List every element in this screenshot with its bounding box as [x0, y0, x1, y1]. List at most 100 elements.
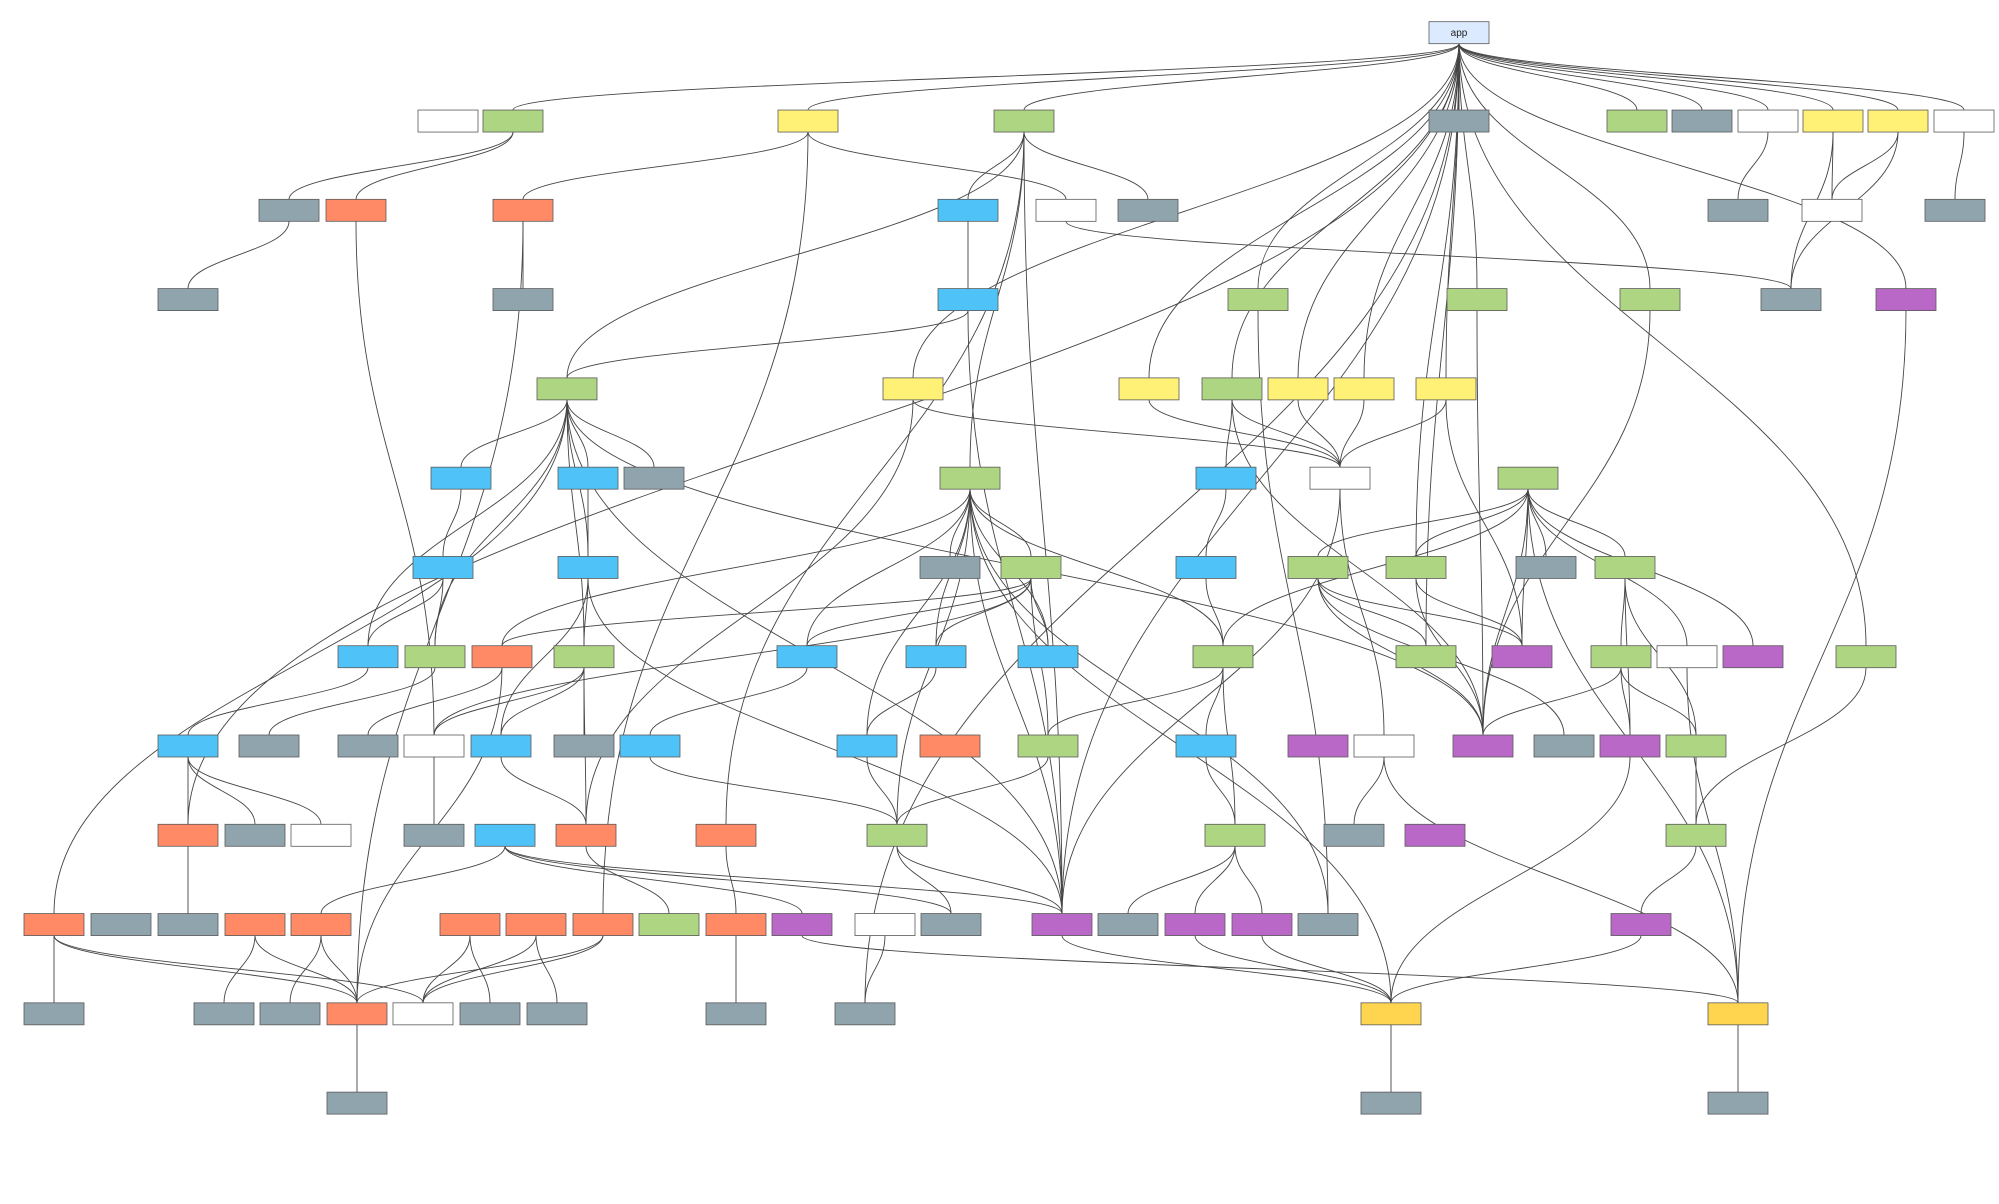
- graph-node: [1606, 109, 1668, 133]
- node-box: [776, 645, 838, 669]
- edge-d2-i6: [585, 399, 914, 825]
- edge-e4-g5: [806, 489, 971, 646]
- graph-node: [23, 1002, 85, 1026]
- node-box: [1309, 466, 1371, 490]
- edge-c4-j18: [1257, 310, 1329, 914]
- graph-node: [459, 1002, 521, 1026]
- node-box: [337, 645, 399, 669]
- edge-d1-e1: [460, 399, 568, 468]
- graph-node: [1491, 645, 1553, 669]
- node-box: [492, 198, 554, 222]
- graph-node: [474, 823, 536, 847]
- edge-g4-h5: [500, 667, 585, 736]
- edge-e6-j14: [1061, 489, 1341, 914]
- node-box: [1385, 556, 1447, 579]
- node-box: [771, 913, 833, 936]
- edge-h13-k11: [1383, 756, 1739, 1003]
- graph-node: [1404, 823, 1466, 847]
- graph-node: [471, 645, 533, 669]
- graph-node: [1175, 556, 1237, 579]
- edge-root-a10: [1458, 43, 1899, 111]
- node-box: [1097, 913, 1159, 936]
- node-box: [1760, 288, 1822, 312]
- node-box: [536, 377, 598, 401]
- node-box: [1201, 377, 1263, 401]
- node-box: [23, 913, 85, 936]
- edge-f4-g7: [1030, 578, 1049, 646]
- graph-node: [557, 466, 619, 490]
- node-box: [1428, 109, 1490, 133]
- graph-node: [1035, 198, 1097, 222]
- graph-node: [1017, 645, 1079, 669]
- graph-node: [1671, 109, 1733, 133]
- graph-node: [526, 1002, 588, 1026]
- graph-node: [1395, 645, 1457, 669]
- graph-node: [919, 556, 981, 579]
- edge-d7-g10: [1445, 399, 1523, 646]
- graph-node: [1201, 377, 1263, 401]
- node-box: [557, 556, 619, 579]
- node-box: [290, 823, 352, 847]
- edge-e7-f6: [1317, 489, 1529, 557]
- node-box: [777, 109, 839, 133]
- node-box: [1599, 734, 1661, 758]
- node-box: [1665, 734, 1727, 758]
- graph-node: [157, 823, 219, 847]
- graph-node: [417, 109, 479, 133]
- node-box: [1802, 109, 1864, 133]
- edge-a3-b3: [522, 131, 809, 200]
- graph-node: [776, 645, 838, 669]
- graph-node: [1722, 645, 1784, 669]
- node-box: [1323, 823, 1385, 847]
- edge-i5-j14: [504, 846, 1063, 914]
- graph-node: [920, 913, 982, 936]
- graph-node: [1360, 1002, 1422, 1026]
- edge-f5-g8: [1205, 578, 1224, 646]
- edge-root-k9: [864, 43, 1460, 1003]
- node-box: [157, 913, 219, 936]
- graph-node: [854, 913, 916, 936]
- edge-root-a8: [1458, 43, 1769, 111]
- edge-f4-h4: [433, 578, 1032, 736]
- edge-root-i1: [187, 43, 1460, 825]
- node-box: [1594, 556, 1656, 579]
- node-box: [505, 913, 567, 936]
- graph-node: [1287, 556, 1349, 579]
- edge-h11-i9: [1205, 756, 1236, 825]
- graph-node: [403, 823, 465, 847]
- node-box: [937, 198, 999, 222]
- node-box: [1610, 913, 1672, 936]
- node-box: [1933, 109, 1995, 133]
- node-box: [470, 734, 532, 758]
- edge-j16-k10: [1194, 935, 1392, 1003]
- node-box: [919, 556, 981, 579]
- node-box: [905, 645, 967, 669]
- graph-node: [619, 734, 681, 758]
- graph-node: [1590, 645, 1652, 669]
- graph-node: [1385, 556, 1447, 579]
- edge-h5-i6: [500, 756, 587, 825]
- graph-node: [505, 913, 567, 936]
- edge-e7-f9: [1527, 489, 1626, 557]
- node-box: [1590, 645, 1652, 669]
- node-box: [1204, 823, 1266, 847]
- edge-d1-g4: [566, 399, 585, 646]
- node-box: [1867, 109, 1929, 133]
- graph-node: [1428, 109, 1490, 133]
- graph-node: [555, 823, 617, 847]
- node-box: [1619, 288, 1681, 312]
- graph-node: [224, 913, 286, 936]
- edge-a4-d1: [566, 132, 1025, 378]
- graph-node: [337, 734, 399, 758]
- graph-node: [1117, 198, 1179, 222]
- graph-node: [193, 1002, 255, 1026]
- node-box: [1360, 1002, 1422, 1026]
- graph-node: [705, 1002, 767, 1026]
- edge-c8-k11: [1737, 310, 1907, 1003]
- edge-j8-k5: [422, 935, 604, 1003]
- graph-node: [1323, 823, 1385, 847]
- node-box: [471, 645, 533, 669]
- node-box: [638, 913, 700, 936]
- edge-f1-g2: [434, 578, 444, 646]
